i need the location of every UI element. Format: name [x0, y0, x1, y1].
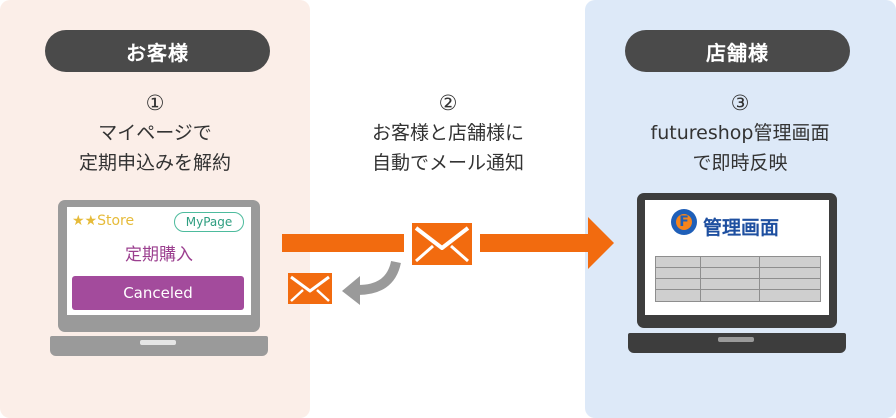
- step-3-number: ③: [730, 91, 750, 115]
- subscription-title: 定期購入: [125, 245, 193, 265]
- table-row-line: [656, 289, 820, 290]
- store-name: ★★Store: [72, 213, 135, 229]
- canceled-button[interactable]: Canceled: [72, 276, 244, 310]
- logo-letter: F: [679, 214, 689, 230]
- arrow-line-left: [282, 234, 404, 252]
- step-3-line1: futureshop管理画面: [650, 122, 830, 144]
- step-3-line2: で即時反映: [692, 152, 788, 174]
- table-col-line: [759, 257, 760, 301]
- futureshop-logo-icon: [671, 209, 697, 235]
- admin-title: 管理画面: [703, 217, 780, 239]
- store-laptop-base: [628, 333, 846, 353]
- step-1-number: ①: [145, 91, 165, 115]
- mail-envelope-icon: [412, 223, 472, 265]
- arrow-line-right: [480, 234, 590, 252]
- customer-label: お客様: [45, 30, 270, 72]
- step-2-text: ② お客様と店舗様に 自動でメール通知: [315, 88, 581, 178]
- return-arrow-head-icon: [342, 276, 360, 305]
- customer-laptop-base: [50, 336, 268, 356]
- step-2-line2: 自動でメール通知: [371, 152, 524, 174]
- admin-table-icon: [655, 256, 821, 302]
- step-2-number: ②: [438, 91, 458, 115]
- step-1-line2: 定期申込みを解約: [78, 152, 231, 174]
- step-3-text: ③ futureshop管理画面 で即時反映: [590, 88, 890, 178]
- table-col-line: [700, 257, 701, 301]
- store-label: 店舗様: [625, 30, 850, 72]
- mail-envelope-small-icon: [288, 273, 332, 304]
- table-row-line: [656, 267, 820, 268]
- arrow-head-icon: [588, 217, 614, 269]
- store-laptop-notch: [718, 337, 754, 342]
- customer-laptop-notch: [140, 340, 176, 345]
- step-2-line1: お客様と店舗様に: [371, 122, 524, 144]
- return-arrow-curve: [357, 260, 401, 295]
- step-1-text: ① マイページで 定期申込みを解約: [20, 88, 290, 178]
- step-1-line1: マイページで: [98, 122, 212, 144]
- table-row-line: [656, 278, 820, 279]
- mypage-badge: MyPage: [174, 212, 244, 232]
